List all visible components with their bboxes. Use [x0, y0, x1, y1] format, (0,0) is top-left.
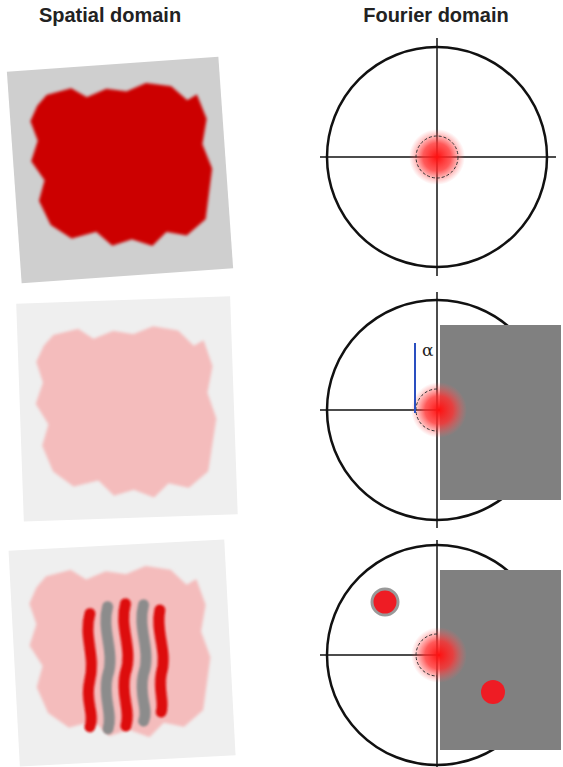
- fourier-plane-2: [320, 292, 561, 528]
- spatial-image-2: [16, 296, 237, 521]
- column-heading: Fourier domain: [363, 4, 509, 27]
- fourier-plane-3: [320, 540, 561, 767]
- column-heading: Spatial domain: [39, 4, 181, 27]
- fourier-plane-1: [320, 38, 556, 276]
- angle-symbol: α: [422, 340, 433, 360]
- spatial-image-1: [7, 57, 233, 283]
- spatial-image-3: [9, 539, 236, 766]
